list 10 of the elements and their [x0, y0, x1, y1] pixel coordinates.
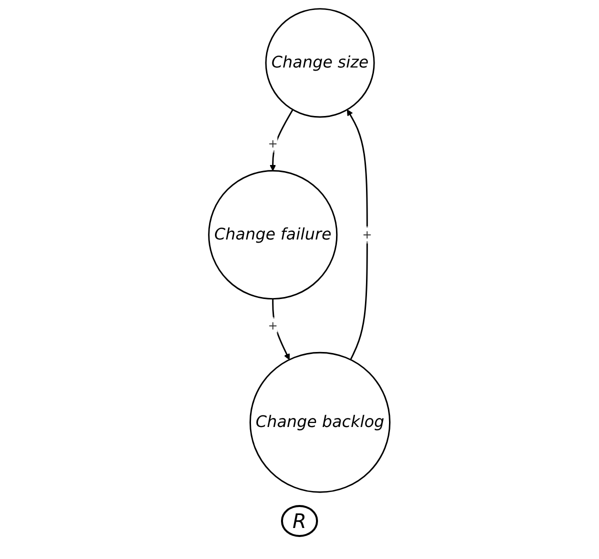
node-circle: Change backlog: [250, 351, 391, 492]
node-circle: Change size: [265, 8, 376, 118]
arrow: [347, 108, 368, 360]
node-circle: Change failure: [208, 170, 338, 300]
loop-marker: R: [280, 505, 318, 537]
arrow: [272, 298, 290, 360]
edge-label: +: [268, 136, 278, 150]
arrow: [270, 108, 294, 171]
edge-label: +: [362, 227, 372, 241]
edge-label: +: [268, 318, 278, 332]
